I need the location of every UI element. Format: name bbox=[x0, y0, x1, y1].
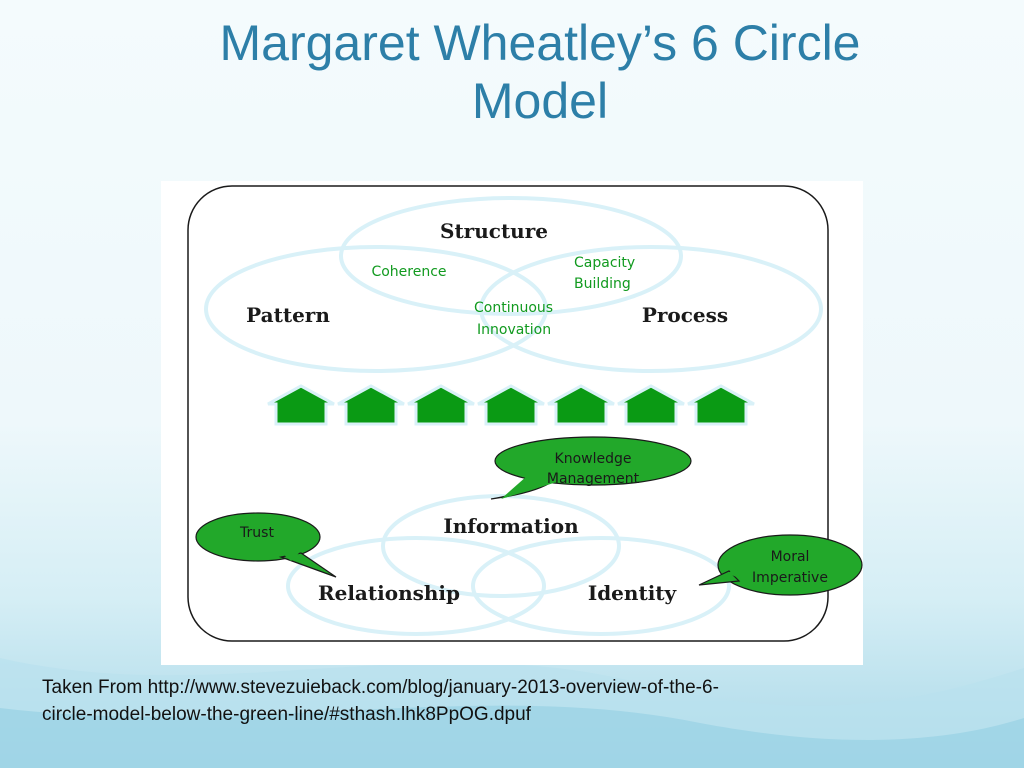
information-label: Information bbox=[443, 514, 579, 538]
diagram-frame bbox=[187, 185, 829, 642]
house-icon bbox=[547, 384, 615, 426]
relationship-circle bbox=[286, 536, 546, 636]
process-label: Process bbox=[642, 303, 728, 327]
capacity-building-line-1: Capacity bbox=[574, 255, 635, 271]
identity-label: Identity bbox=[588, 581, 678, 605]
house-row bbox=[267, 384, 755, 426]
structure-circle bbox=[339, 196, 683, 316]
house-icon bbox=[687, 384, 755, 426]
knowledge-management-line-1: Knowledge bbox=[555, 451, 632, 467]
title-line-1: Margaret Wheatley’s 6 Circle bbox=[219, 15, 861, 71]
source-citation: Taken From http://www.stevezuieback.com/… bbox=[42, 674, 1002, 728]
trust-callout: Trust bbox=[195, 512, 337, 578]
pattern-label: Pattern bbox=[246, 303, 330, 327]
structure-label: Structure bbox=[440, 219, 548, 243]
diagram-panel: Structure Pattern Process Coherence Capa… bbox=[161, 181, 863, 665]
house-icon bbox=[267, 384, 335, 426]
information-circle bbox=[381, 494, 621, 598]
slide-title: Margaret Wheatley’s 6 Circle Model bbox=[160, 14, 920, 130]
continuous-innovation-line-1: Continuous bbox=[474, 300, 553, 316]
house-icon bbox=[407, 384, 475, 426]
identity-circle bbox=[471, 536, 731, 636]
coherence-label: Coherence bbox=[371, 264, 446, 280]
knowledge-management-line-2: Management bbox=[547, 471, 640, 487]
process-circle bbox=[479, 245, 823, 373]
moral-imperative-line-1: Moral bbox=[771, 549, 810, 565]
house-icon bbox=[337, 384, 405, 426]
house-icon bbox=[617, 384, 685, 426]
house-icon bbox=[477, 384, 545, 426]
relationship-label: Relationship bbox=[318, 581, 460, 605]
trust-label: Trust bbox=[239, 525, 274, 541]
source-line-2: circle-model-below-the-green-line/#sthas… bbox=[42, 704, 531, 725]
title-line-2: Model bbox=[471, 73, 609, 129]
continuous-innovation-line-2: Innovation bbox=[477, 322, 551, 338]
background-wave bbox=[0, 658, 1024, 768]
pattern-circle bbox=[204, 245, 548, 373]
source-line-1: Taken From http://www.stevezuieback.com/… bbox=[42, 677, 719, 698]
moral-imperative-line-2: Imperative bbox=[752, 570, 828, 586]
capacity-building-line-2: Building bbox=[574, 276, 631, 292]
six-circle-diagram: Structure Pattern Process Coherence Capa… bbox=[187, 185, 863, 642]
moral-imperative-callout: Moral Imperative bbox=[698, 534, 863, 596]
knowledge-management-callout: Knowledge Management bbox=[490, 436, 692, 500]
